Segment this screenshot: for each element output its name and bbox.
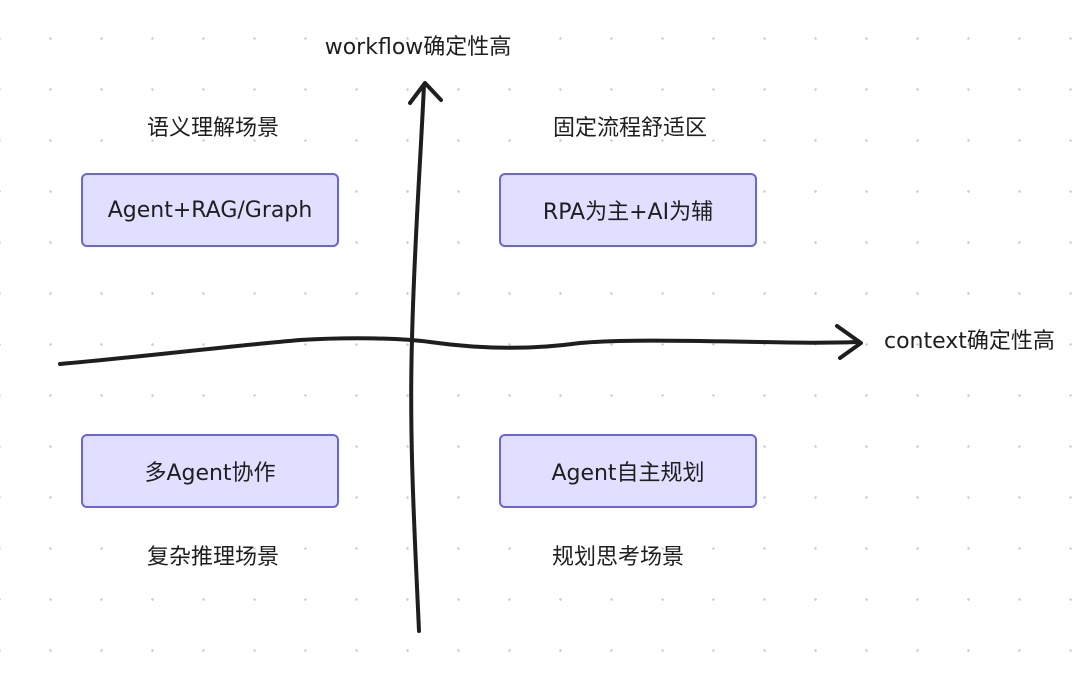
x-axis-label: context确定性高	[884, 329, 1055, 354]
caption-fixed-process: 固定流程舒适区	[552, 116, 708, 141]
caption-semantic-understanding: 语义理解场景	[146, 116, 280, 141]
box-rpa-ai[interactable]: RPA为主+AI为辅	[499, 173, 757, 247]
caption-planning-thinking: 规划思考场景	[551, 545, 685, 570]
horizontal-axis-arrowhead	[835, 324, 863, 360]
vertical-axis-arrowhead	[408, 81, 443, 105]
box-label: 多Agent协作	[144, 461, 276, 486]
box-label: RPA为主+AI为辅	[542, 200, 714, 225]
box-label: Agent自主规划	[551, 461, 705, 486]
box-agent-rag-graph[interactable]: Agent+RAG/Graph	[81, 173, 339, 247]
box-agent-autonomous-planning[interactable]: Agent自主规划	[499, 434, 757, 508]
vertical-axis-line	[409, 83, 426, 633]
horizontal-axis-line	[58, 336, 859, 366]
box-label: Agent+RAG/Graph	[107, 197, 313, 223]
box-multi-agent[interactable]: 多Agent协作	[81, 434, 339, 508]
y-axis-label: workflow确定性高	[324, 35, 512, 60]
caption-complex-reasoning: 复杂推理场景	[146, 545, 280, 570]
